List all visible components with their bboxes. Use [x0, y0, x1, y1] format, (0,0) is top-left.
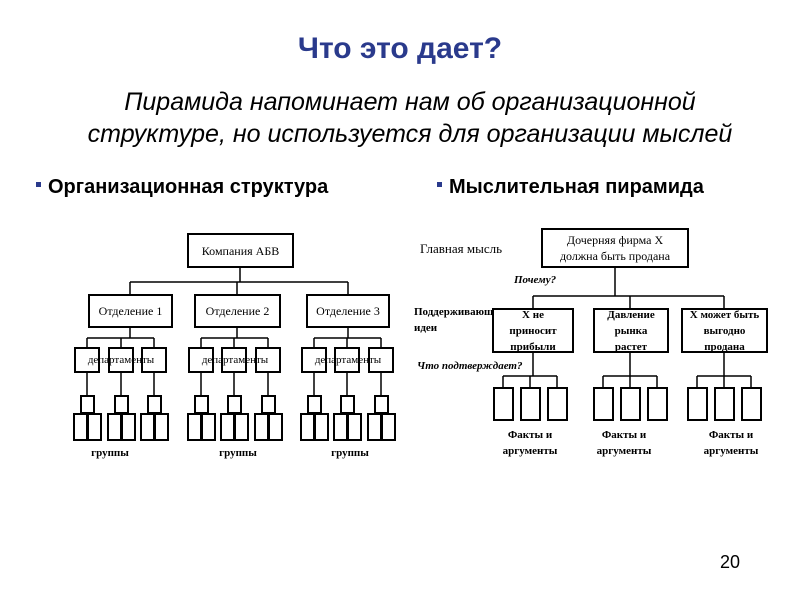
group-box: [381, 413, 396, 441]
group-box: [73, 413, 88, 441]
group-box: [187, 413, 202, 441]
supporting-idea-box-1: X не приносит прибыли: [492, 308, 574, 353]
group-box: [333, 413, 348, 441]
supporting-idea-box-3: X может быть выгодно продана: [681, 308, 768, 353]
group-box: [340, 395, 355, 414]
facts-label-2: Факты и аргументы: [596, 429, 652, 457]
group-box: [201, 413, 216, 441]
supporting-ideas-label: Поддерживающие идеи: [414, 306, 505, 334]
groups-label-3: группы: [331, 447, 369, 459]
department-box: [141, 347, 167, 373]
group-box: [194, 395, 209, 414]
main-idea-box: Дочерняя фирма X должна быть продана: [541, 228, 689, 268]
supporting-idea-box-2: Давление рынка растет: [593, 308, 669, 353]
fact-box: [520, 387, 541, 421]
group-box: [154, 413, 169, 441]
bullet-marker: [437, 182, 442, 187]
departments-label-1: департаменты: [87, 354, 155, 366]
slide-subtitle: Пирамида напоминает нам об организационн…: [40, 86, 780, 150]
group-box: [367, 413, 382, 441]
bullet-marker: [36, 182, 41, 187]
fact-box: [714, 387, 735, 421]
department-box: [301, 347, 327, 373]
facts-label-3: Факты и аргументы: [703, 429, 759, 457]
group-box: [147, 395, 162, 414]
group-box: [307, 395, 322, 414]
group-box: [347, 413, 362, 441]
page-number: 20: [720, 552, 741, 572]
fact-box: [493, 387, 514, 421]
fact-box: [547, 387, 568, 421]
division-box-3: Отделение 3: [306, 294, 390, 328]
group-box: [261, 395, 276, 414]
group-box: [268, 413, 283, 441]
slide-title: Что это дает?: [297, 32, 503, 65]
group-box: [140, 413, 155, 441]
fact-box: [593, 387, 614, 421]
groups-label-1: группы: [91, 447, 129, 459]
pyramid-heading: Мыслительная пирамида: [437, 176, 704, 199]
division-box-2: Отделение 2: [194, 294, 281, 328]
subtitle-line-1: Пирамида напоминает нам об организационн…: [124, 88, 696, 116]
group-box: [234, 413, 249, 441]
department-box: [368, 347, 394, 373]
group-box: [80, 395, 95, 414]
group-box: [114, 395, 129, 414]
department-box: [188, 347, 214, 373]
department-box: [334, 347, 360, 373]
departments-label-2: департаменты: [201, 354, 269, 366]
group-box: [220, 413, 235, 441]
group-box: [227, 395, 242, 414]
departments-label-3: департаменты: [314, 354, 382, 366]
department-box: [221, 347, 247, 373]
why-label: Почему?: [514, 274, 557, 286]
fact-box: [620, 387, 641, 421]
department-box: [108, 347, 134, 373]
division-box-1: Отделение 1: [88, 294, 173, 328]
fact-box: [687, 387, 708, 421]
confirm-label: Что подтверждает?: [417, 360, 523, 372]
subtitle-line-2: структуре, но используется для организац…: [87, 120, 733, 148]
fact-box: [741, 387, 762, 421]
department-box: [255, 347, 281, 373]
groups-label-2: группы: [219, 447, 257, 459]
company-box: Компания АБВ: [187, 233, 294, 268]
department-box: [74, 347, 100, 373]
main-idea-label: Главная мысль: [420, 241, 503, 256]
facts-label-1: Факты и аргументы: [502, 429, 558, 457]
group-box: [300, 413, 315, 441]
group-box: [87, 413, 102, 441]
group-box: [107, 413, 122, 441]
fact-box: [647, 387, 668, 421]
org-structure-heading-text: Организационная структура: [48, 176, 329, 198]
pyramid-heading-text: Мыслительная пирамида: [449, 176, 704, 198]
group-box: [254, 413, 269, 441]
group-box: [374, 395, 389, 414]
org-structure-heading: Организационная структура: [36, 176, 328, 199]
group-box: [121, 413, 136, 441]
group-box: [314, 413, 329, 441]
